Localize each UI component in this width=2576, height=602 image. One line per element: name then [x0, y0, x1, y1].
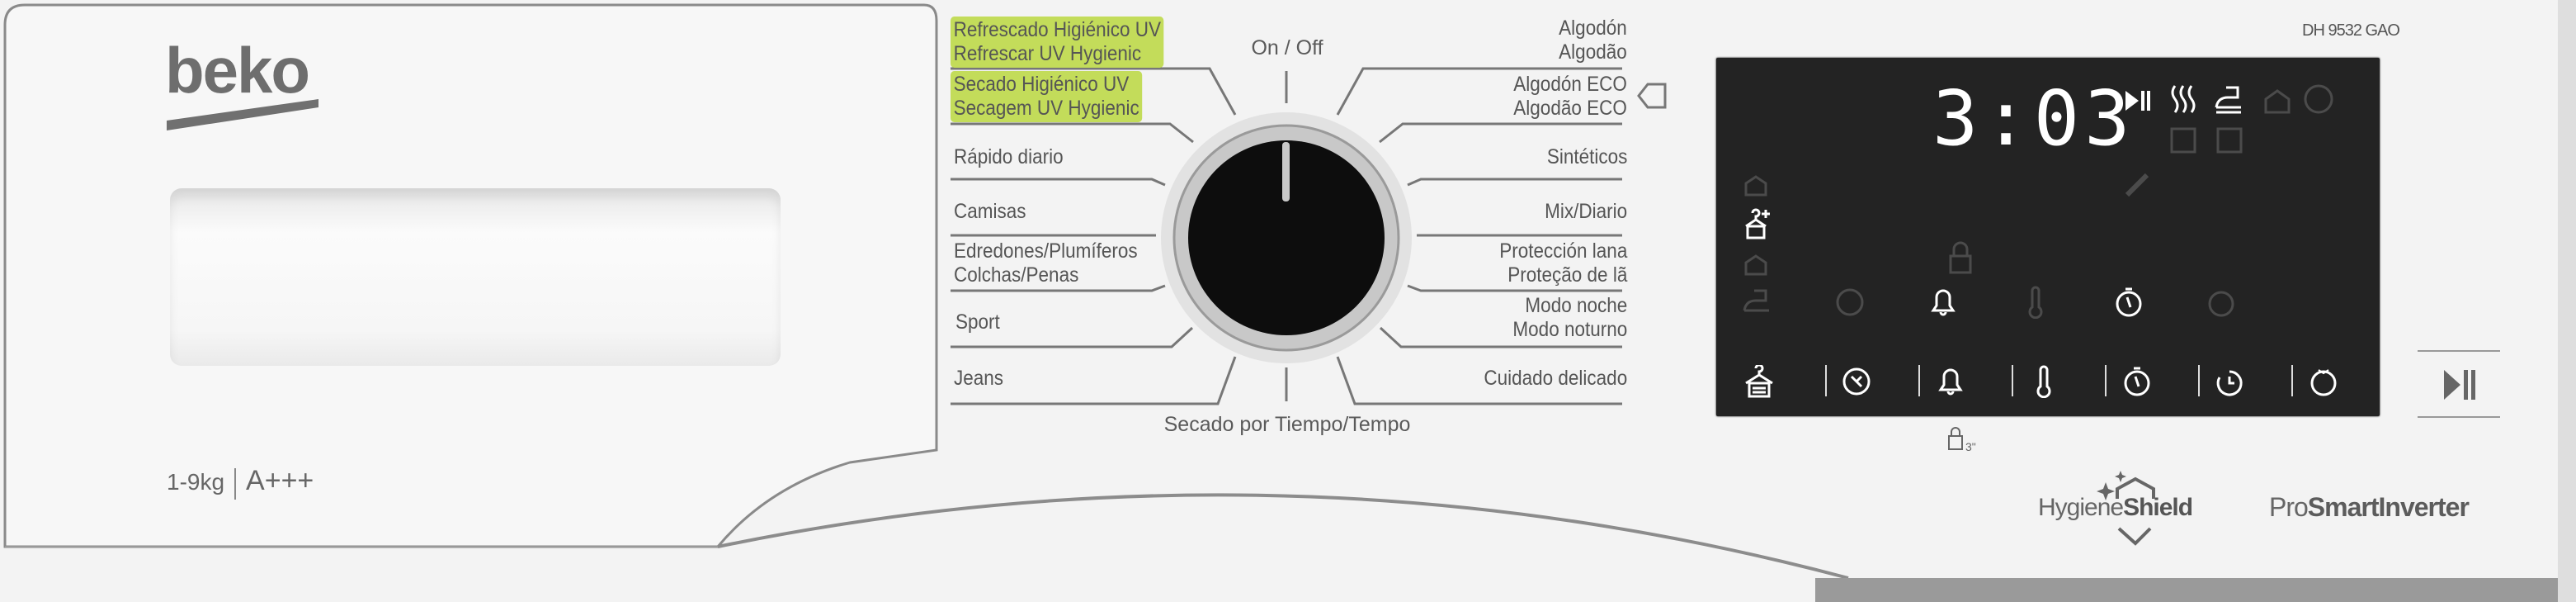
program-label-pt: Modo noturno — [1512, 318, 1627, 341]
extra-dry-icon — [1745, 208, 1770, 239]
model-number: DH 9532 GAO — [2302, 21, 2400, 40]
program-label: Secado Higiénico UV — [953, 73, 1130, 96]
check-icon — [2304, 84, 2333, 114]
play-pause-icon — [2444, 370, 2475, 400]
button-separator — [1825, 365, 1827, 396]
delay-icon — [2208, 291, 2234, 317]
program-delicate[interactable]: Cuidado delicado — [1484, 367, 1627, 390]
lock-icon — [1948, 427, 1963, 450]
shield-text: Shield — [2123, 494, 2193, 521]
button-separator — [2105, 365, 2107, 396]
time-button[interactable] — [2121, 365, 2154, 398]
filter-icon — [2170, 127, 2196, 154]
program-synthetics[interactable]: Sintéticos — [1546, 145, 1627, 168]
start-pause-button[interactable] — [2418, 350, 2500, 418]
button-separator — [2291, 365, 2293, 396]
child-lock-icon — [1949, 241, 1972, 274]
timed-drying-button[interactable] — [2307, 365, 2340, 398]
program-label: Algodón — [1559, 17, 1627, 40]
program-label-pt: Algodão — [1559, 40, 1627, 64]
program-label: Modo noche — [1525, 294, 1627, 317]
program-timed-drying[interactable]: Secado por Tiempo/Tempo — [1163, 413, 1411, 436]
hygiene-shield-badge: HygieneShield — [2038, 471, 2193, 546]
temperature-button[interactable] — [2027, 365, 2060, 398]
lcd-display: 3:03 — [1716, 58, 2380, 416]
anti-crease-icon — [1836, 288, 1864, 316]
program-dial-knob[interactable] — [1155, 107, 1419, 372]
button-separator — [2012, 365, 2013, 396]
child-lock-hint: 3" — [1947, 426, 1976, 453]
timer-icon — [2116, 287, 2142, 317]
prosmartinverter-badge: ProSmartInverter — [2269, 492, 2470, 523]
capacity-label: 1-9kg — [167, 469, 225, 495]
button-separator — [1918, 365, 1920, 396]
beko-logo: beko — [165, 34, 310, 107]
program-label: Refrescado Higiénico UV — [953, 18, 1161, 41]
iron-dry-icon — [1743, 289, 1769, 312]
program-label: Edredones/Plumíferos — [954, 239, 1138, 263]
power-off-position: On / Off — [1251, 36, 1323, 59]
buzzer-button[interactable] — [1934, 365, 1967, 398]
program-shirts[interactable]: Camisas — [954, 200, 1026, 223]
hanger-icon — [2264, 89, 2291, 114]
program-jeans[interactable]: Jeans — [954, 367, 1004, 390]
temperature-icon — [2028, 286, 2043, 319]
extra-dry-plus-icon — [1744, 175, 1767, 197]
program-label-pt: Proteção de lã — [1507, 263, 1627, 287]
program-label-pt: Colchas/Penas — [954, 263, 1079, 287]
program-label-pt: Algodão ECO — [1513, 97, 1627, 120]
shield-sparkle-icon — [2097, 471, 2155, 546]
capacity-rating: 1-9kg A+++ — [167, 465, 314, 500]
program-quick-daily[interactable]: Rápido diario — [954, 145, 1064, 168]
anti-crease-button[interactable] — [1840, 365, 1873, 398]
buzzer-icon — [1931, 289, 1956, 316]
program-sport[interactable]: Sport — [955, 310, 1000, 334]
energy-class: A+++ — [246, 465, 314, 496]
dial-pointer — [1282, 142, 1290, 201]
detergent-drawer-handle[interactable] — [170, 188, 781, 366]
program-label-pt: Refrescar UV Hygienic — [953, 42, 1142, 65]
heat-waves-icon — [2171, 85, 2196, 113]
pro-text: Pro — [2269, 492, 2309, 522]
smartinverter-text: SmartInverter — [2307, 492, 2470, 522]
program-mix-daily[interactable]: Mix/Diario — [1544, 200, 1627, 223]
cupboard-dry-icon — [1744, 254, 1767, 276]
condenser-icon — [2125, 173, 2149, 197]
remaining-time: 3:03 — [1932, 74, 2135, 163]
logo-underline — [167, 99, 318, 130]
lock-hold-seconds: 3" — [1965, 440, 1976, 453]
delay-button[interactable] — [2213, 365, 2246, 398]
hanger-dryness-button[interactable] — [1743, 365, 1776, 398]
iron-icon — [2215, 86, 2241, 114]
button-separator — [2198, 365, 2200, 396]
program-label: Algodón ECO — [1513, 73, 1627, 96]
program-label: Protección lana — [1498, 239, 1627, 263]
hygiene-text: Hygiene — [2038, 494, 2124, 521]
play-pause-icon — [2125, 91, 2150, 111]
divider — [234, 467, 237, 500]
program-label-pt: Secagem UV Hygienic — [953, 97, 1139, 120]
water-tank-icon — [2216, 127, 2243, 154]
